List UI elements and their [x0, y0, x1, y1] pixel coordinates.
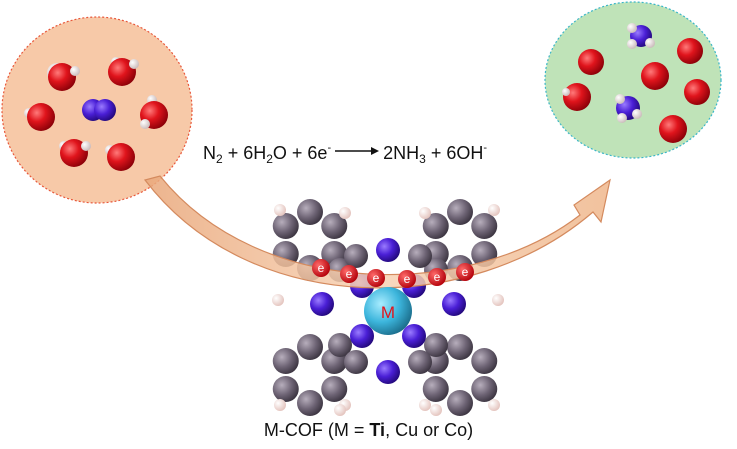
electron-dot — [428, 268, 446, 286]
electron-label: e — [434, 270, 441, 284]
eq-n2-sub: 2 — [216, 152, 223, 166]
electron-dot — [367, 269, 385, 287]
curved-arrow — [143, 175, 611, 289]
water-molecule — [659, 115, 687, 143]
hydrogen-atom — [488, 204, 500, 216]
carbon-atom — [272, 376, 299, 402]
n2-molecule — [82, 99, 116, 121]
nitrogen-atom — [442, 292, 466, 316]
water-molecule — [684, 79, 710, 105]
reactant-water-molecules — [24, 57, 168, 171]
electron-dot — [340, 265, 358, 283]
eq-water-sub: 2 — [266, 152, 273, 166]
hydrogen-atom — [492, 294, 504, 306]
electron-label: e — [404, 272, 411, 286]
nh3-molecule — [627, 23, 655, 49]
carbon-atom — [328, 333, 352, 357]
caption-bold-metal: Ti — [369, 420, 386, 440]
electron-dot — [398, 270, 416, 288]
carbon-atom — [424, 333, 448, 357]
carbon-atom — [272, 213, 299, 239]
electron: e — [367, 269, 385, 287]
hydrogen-atom — [419, 207, 431, 219]
metal-center-label: M — [381, 303, 395, 322]
carbon-atom — [408, 244, 432, 268]
hydrogen-atom — [334, 404, 346, 416]
water-molecule — [562, 83, 591, 111]
reaction-arrow-icon — [335, 147, 380, 155]
electron: e — [456, 263, 474, 281]
electron-dot — [456, 263, 474, 281]
carbon-atom — [297, 334, 323, 360]
water-molecule — [47, 63, 80, 91]
water-molecule — [105, 143, 135, 171]
cof-structure — [272, 199, 504, 416]
water-molecule — [677, 38, 703, 64]
eq-water-tail: O + 6e — [272, 143, 328, 163]
eq-oh: + 6OH — [425, 143, 484, 163]
carbon-atom — [447, 199, 473, 225]
nitrogen-atom — [310, 292, 334, 316]
carbon-atom — [422, 376, 449, 402]
electron-dot — [312, 259, 330, 277]
nitrogen-atom — [376, 238, 400, 262]
electron: e — [428, 268, 446, 286]
electron: e — [312, 259, 330, 277]
hydrogen-atom — [419, 399, 431, 411]
figure-caption: M-COF (M = Ti, Cu or Co) — [0, 420, 737, 441]
hydrogen-atom — [430, 404, 442, 416]
eq-plus-water: + 6H — [222, 143, 267, 163]
nitrogen-atom — [376, 360, 400, 384]
carbon-atom — [321, 213, 348, 239]
reaction-equation: N2 + 6H2O + 6e-2NH3 + 6OH- — [203, 142, 487, 166]
water-molecule — [24, 103, 55, 131]
nh3-molecule — [615, 94, 642, 123]
water-molecule — [578, 49, 604, 75]
eq-nh3: 2NH — [383, 143, 420, 163]
carbon-atom — [471, 348, 498, 374]
electron-label: e — [318, 261, 325, 275]
carbon-atom — [408, 350, 432, 374]
product-water-molecules — [562, 38, 710, 143]
carbon-atom — [297, 390, 323, 416]
eq-n2: N — [203, 143, 216, 163]
eq-oh-sup: - — [483, 142, 488, 154]
carbon-atom — [447, 390, 473, 416]
carbon-atom — [297, 199, 323, 225]
nitrogen-atom — [402, 324, 426, 348]
carbon-atom — [471, 376, 498, 402]
electron-label: e — [346, 267, 353, 281]
hydrogen-atom — [274, 399, 286, 411]
water-molecule — [140, 95, 168, 129]
electron-label: e — [462, 265, 469, 279]
hydrogen-atom — [339, 207, 351, 219]
water-molecule — [59, 139, 91, 167]
carbon-atom — [272, 348, 299, 374]
carbon-atom — [471, 213, 498, 239]
hydrogen-atom — [488, 399, 500, 411]
eq-electron-sup: - — [327, 142, 332, 154]
hydrogen-atom — [274, 204, 286, 216]
ammonia-molecules — [615, 23, 655, 123]
carbon-atom — [344, 350, 368, 374]
carbon-atom — [422, 213, 449, 239]
hydrogen-atom — [272, 294, 284, 306]
nitrogen-atom — [350, 324, 374, 348]
carbon-atom — [344, 244, 368, 268]
carbon-atom — [321, 376, 348, 402]
electron-label: e — [373, 271, 380, 285]
electron: e — [398, 270, 416, 288]
eq-nh3-sub: 3 — [419, 152, 426, 166]
carbon-atom — [447, 334, 473, 360]
water-molecule — [641, 62, 669, 90]
metal-center: M — [364, 287, 412, 335]
electron: e — [340, 265, 358, 283]
caption-prefix: M-COF (M = — [263, 420, 370, 440]
caption-suffix: , Cu or Co) — [385, 420, 474, 440]
water-molecule — [108, 57, 139, 86]
